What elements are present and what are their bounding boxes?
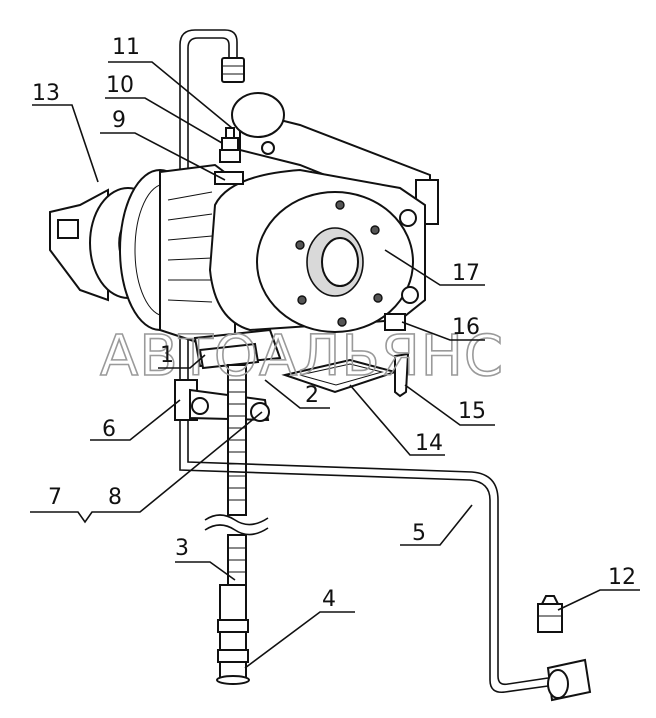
drain-pipe: [179, 455, 592, 702]
callout-13: 13: [32, 81, 60, 106]
leader-lines: [30, 61, 640, 669]
lower-flange-gasket: [193, 313, 410, 398]
oil-return-pipe: [174, 364, 270, 685]
callout-8: 8: [108, 485, 122, 510]
callout-1: 1: [160, 343, 174, 368]
callout-17: 17: [452, 261, 480, 286]
callout-4: 4: [322, 587, 336, 612]
callout-labels: 11 10 9 13 17 1 16 2 15 14 6 7 8 5 3 12 …: [32, 35, 636, 612]
callout-11: 11: [112, 35, 140, 60]
callout-3: 3: [175, 536, 189, 561]
callout-16: 16: [452, 315, 480, 340]
callout-10: 10: [106, 73, 134, 98]
callout-2: 2: [305, 383, 319, 408]
callout-12: 12: [608, 565, 636, 590]
top-bolts: [214, 127, 244, 185]
callout-15: 15: [458, 399, 486, 424]
callout-6: 6: [102, 417, 116, 442]
callout-9: 9: [112, 108, 126, 133]
compressor-housing: [208, 92, 439, 333]
callout-5: 5: [412, 521, 426, 546]
callout-14: 14: [415, 431, 443, 456]
callout-7: 7: [48, 485, 62, 510]
